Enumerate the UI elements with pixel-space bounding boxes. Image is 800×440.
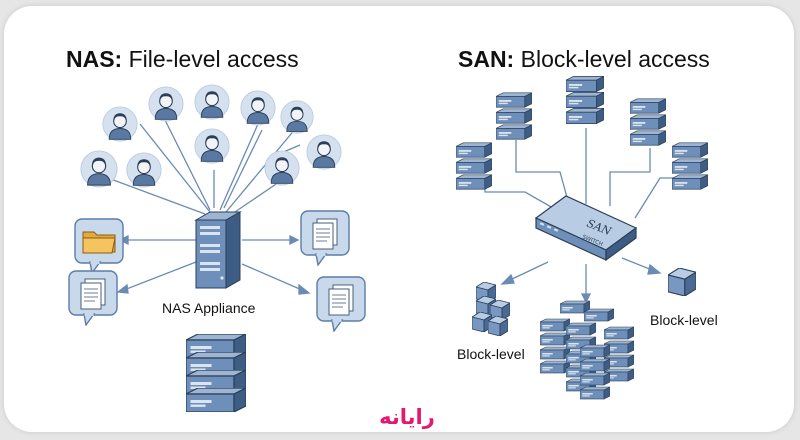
san-title-rest: Block-level access — [514, 46, 710, 72]
san-arrows — [500, 257, 662, 304]
user-icon — [194, 84, 230, 120]
nas-title-rest: File-level access — [122, 46, 299, 72]
nas-users — [80, 84, 342, 188]
san-servers — [456, 76, 708, 190]
storage-array-icon — [540, 300, 634, 400]
diagram-svg: SAN SWITCH — [68, 76, 708, 412]
user-icon — [264, 150, 300, 186]
block-cubes-left-icon — [472, 282, 510, 336]
user-icon — [194, 128, 230, 164]
nas-appliance-label: NAS Appliance — [162, 300, 256, 316]
user-icon — [80, 150, 118, 188]
diagram-canvas: NAS: File-level access SAN: Block-level … — [4, 6, 794, 432]
server-icon — [456, 142, 492, 190]
brand-logo: رایانه کمک — [379, 405, 435, 429]
user-icon — [102, 106, 138, 142]
server-icon — [672, 142, 708, 190]
san-switch-icon: SAN SWITCH — [534, 195, 638, 262]
user-icon — [240, 90, 276, 126]
user-icon — [280, 100, 314, 134]
documents-icon — [300, 210, 350, 266]
block-level-left-label: Block-level — [457, 346, 525, 362]
documents-icon — [316, 276, 366, 332]
documents-icon — [68, 270, 118, 326]
san-title-bold: SAN: — [458, 46, 515, 72]
server-icon — [496, 92, 532, 140]
folder-icon — [74, 218, 124, 274]
san-title: SAN: Block-level access — [458, 46, 710, 73]
nas-storage-stack-icon — [186, 334, 246, 412]
user-icon — [148, 86, 184, 122]
nas-arrows — [116, 234, 311, 295]
user-icon — [126, 152, 162, 188]
nas-appliance-server-icon — [194, 211, 242, 289]
nas-title-bold: NAS: — [66, 46, 123, 72]
block-cube-right-icon — [668, 268, 696, 296]
block-level-right-label: Block-level — [650, 312, 718, 328]
server-icon — [630, 98, 666, 146]
user-icon — [306, 134, 342, 170]
nas-connection-lines — [99, 117, 301, 215]
server-icon — [566, 76, 604, 124]
nas-title: NAS: File-level access — [66, 46, 299, 73]
